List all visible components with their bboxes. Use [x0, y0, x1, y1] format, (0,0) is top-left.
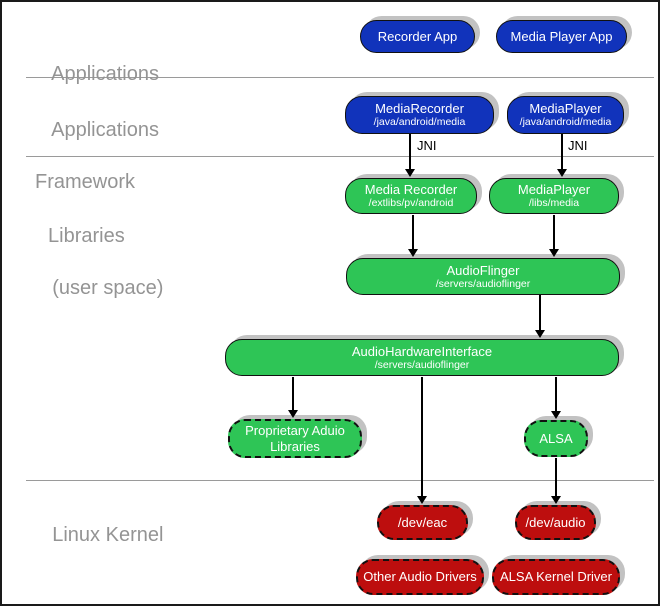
- section-label-line: Applications: [51, 119, 159, 141]
- section-label-linux-kernel: Linux Kernel: [30, 496, 163, 574]
- section-label-line: (user space): [52, 277, 164, 299]
- node-title: Recorder App: [377, 28, 458, 44]
- arrow-media-recorder-lib-to-audioflinger: [412, 215, 414, 249]
- node-title: AudioFlinger: [446, 262, 520, 278]
- section-label-line: Libraries: [48, 225, 125, 247]
- section-label-line: Applications: [51, 63, 159, 85]
- node-title: /dev/eac: [397, 514, 448, 530]
- node-title: AudioHardwareInterface: [351, 343, 493, 359]
- node-path: /servers/audioflinger: [435, 277, 531, 290]
- section-label-line: Framework: [35, 171, 136, 193]
- arrowhead-icon: [417, 496, 427, 504]
- node-title: MediaPlayer: [529, 101, 602, 117]
- arrowhead-icon: [408, 249, 418, 257]
- arrow-mediarecorder-fw-to-lib: [409, 134, 411, 169]
- arrow-ahi-to-proprietary-libs: [292, 377, 294, 410]
- node-path: /libs/media: [528, 197, 580, 210]
- jni-label-right: JNI: [568, 138, 588, 153]
- node-title: Proprietary Aduio: [245, 423, 345, 439]
- node-path: /java/android/media: [519, 116, 612, 129]
- node-proprietary-audio-libraries: Proprietary Aduio Libraries: [228, 419, 362, 458]
- node-title: /dev/audio: [525, 514, 586, 530]
- node-audioflinger: AudioFlinger /servers/audioflinger: [346, 258, 620, 295]
- arrowhead-icon: [549, 249, 559, 257]
- divider-libraries-kernel: [26, 480, 654, 481]
- arrow-mediaplayer-lib-to-audioflinger: [553, 215, 555, 249]
- node-title: Other Audio Drivers: [363, 569, 477, 585]
- section-label-applications: Applications: [30, 35, 159, 113]
- arrowhead-icon: [288, 410, 298, 418]
- node-audio-hardware-interface: AudioHardwareInterface /servers/audiofli…: [225, 339, 619, 376]
- node-media-player-app: Media Player App: [496, 20, 627, 53]
- arrow-ahi-to-dev-eac: [421, 377, 423, 496]
- node-path: /servers/audioflinger: [374, 358, 470, 371]
- arrow-mediaplayer-fw-to-lib: [561, 134, 563, 169]
- node-title-line2: Libraries: [270, 438, 320, 454]
- node-media-recorder-library: Media Recorder /extlibs/pv/android: [345, 178, 477, 214]
- node-recorder-app: Recorder App: [360, 20, 475, 53]
- divider-applications-framework: [26, 77, 654, 78]
- node-path: /extlibs/pv/android: [368, 197, 454, 210]
- node-title: ALSA Kernel Driver: [500, 569, 612, 585]
- arrowhead-icon: [551, 411, 561, 419]
- arrowhead-icon: [535, 330, 545, 338]
- arrowhead-icon: [551, 496, 561, 504]
- arrow-ahi-to-alsa: [555, 377, 557, 411]
- node-title: Media Recorder: [364, 182, 458, 198]
- arrowhead-icon: [405, 169, 415, 177]
- node-mediaplayer-library: MediaPlayer /libs/media: [489, 178, 619, 214]
- node-mediarecorder-framework: MediaRecorder /java/android/media: [345, 96, 494, 134]
- node-title: Media Player App: [510, 28, 613, 44]
- node-title: ALSA: [539, 430, 573, 446]
- section-label-line: Linux Kernel: [52, 524, 164, 546]
- node-title: MediaPlayer: [517, 182, 591, 198]
- node-title: MediaRecorder: [375, 101, 464, 117]
- node-other-audio-drivers: Other Audio Drivers: [356, 559, 484, 595]
- arrowhead-icon: [557, 169, 567, 177]
- node-alsa: ALSA: [524, 420, 588, 457]
- section-label-applications-framework: Applications Framework: [30, 91, 159, 247]
- node-alsa-kernel-driver: ALSA Kernel Driver: [492, 559, 620, 595]
- arrow-alsa-to-dev-audio: [555, 458, 557, 496]
- divider-framework-libraries: [26, 156, 654, 157]
- node-dev-eac: /dev/eac: [377, 505, 468, 540]
- arrow-audioflinger-to-ahi: [539, 295, 541, 330]
- node-mediaplayer-framework: MediaPlayer /java/android/media: [507, 96, 624, 134]
- jni-label-left: JNI: [417, 138, 437, 153]
- node-dev-audio: /dev/audio: [515, 505, 596, 540]
- section-label-libraries-user-space: Libraries (user space): [30, 171, 163, 327]
- node-path: /java/android/media: [373, 116, 466, 129]
